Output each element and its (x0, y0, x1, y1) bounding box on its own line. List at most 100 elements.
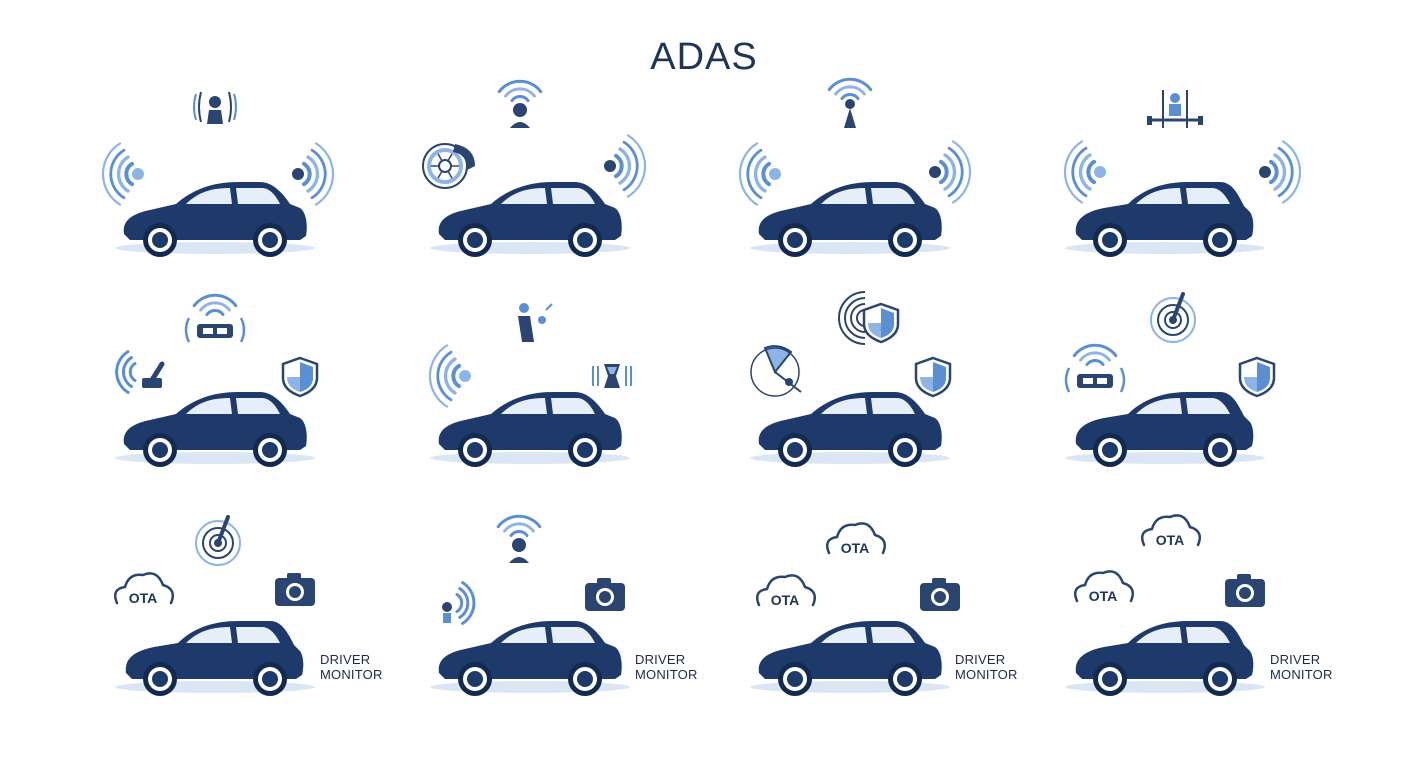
ota-label: OTA (841, 540, 870, 556)
car-wheel-front (143, 662, 177, 696)
car-wheel-front (143, 223, 177, 257)
adas-feature-cell-1-3 (1020, 290, 1320, 510)
shield-icon (914, 356, 952, 398)
shield-icon (281, 356, 319, 398)
ota-cloud-icon: OTA (1141, 514, 1201, 548)
car-window-rear (871, 188, 915, 204)
page-title: ADAS (650, 36, 758, 78)
car-window-rear (871, 398, 915, 414)
person-wifi-icon (496, 514, 542, 563)
driver-monitor-line-2: MONITOR (1270, 667, 1333, 682)
driver-monitor-line-2: MONITOR (955, 667, 1018, 682)
camera-icon (920, 578, 960, 611)
car-window-rear (236, 627, 280, 643)
car-window-rear (551, 627, 595, 643)
ota-cloud-icon: OTA (114, 572, 174, 606)
car-window-front (186, 188, 232, 204)
adas-feature-cell-1-0 (70, 290, 370, 510)
car-window-front (186, 627, 232, 643)
car-wheel-front (1093, 662, 1127, 696)
radar-scope-icon (750, 345, 802, 397)
car-wheel-front (1093, 433, 1127, 467)
car-window-front (821, 398, 867, 414)
driver-monitor-line-1: DRIVER (955, 652, 1006, 667)
ota-cloud-icon: OTA (756, 574, 816, 608)
car-wheel-rear (888, 433, 922, 467)
left-sensor-waves-icon (738, 142, 781, 206)
car-window-rear (551, 188, 595, 204)
right-sensor-waves-icon (929, 140, 972, 204)
car-wheel-rear (1203, 662, 1237, 696)
car-wheel-rear (1203, 433, 1237, 467)
car-window-front (1136, 188, 1182, 204)
car-window-front (501, 398, 547, 414)
brake-disc-icon (422, 143, 475, 189)
car-wheel-front (458, 662, 492, 696)
ota-label: OTA (1156, 532, 1185, 548)
antenna-wifi-icon (827, 77, 873, 128)
car-window-front (186, 398, 232, 414)
car-wheel-front (778, 433, 812, 467)
camera-icon (1225, 574, 1265, 607)
gear-lever-waves-icon (115, 350, 165, 394)
left-sensor-waves-icon (1063, 140, 1106, 204)
car-wheel-front (778, 223, 812, 257)
car-window-rear (1186, 188, 1230, 204)
adas-feature-cell-0-0 (70, 80, 370, 300)
car-window-front (821, 188, 867, 204)
car-wheel-rear (888, 662, 922, 696)
person-wifi-icon (497, 79, 543, 128)
car-wheel-rear (568, 223, 602, 257)
driver-monitor-line-1: DRIVER (1270, 652, 1321, 667)
car-window-front (821, 627, 867, 643)
radar-dish-icon (195, 515, 241, 566)
car-window-rear (1186, 398, 1230, 414)
radar-shield-icon (838, 291, 900, 345)
driver-monitor-line-2: MONITOR (635, 667, 698, 682)
car-wheel-rear (253, 662, 287, 696)
driver-seat-icon (518, 303, 553, 342)
adas-feature-cell-1-2 (705, 290, 1005, 510)
right-sensor-waves-icon (292, 142, 335, 206)
car-window-rear (236, 188, 280, 204)
shield-icon (1238, 356, 1276, 398)
car-wheel-front (1093, 223, 1127, 257)
car-wheel-front (143, 433, 177, 467)
car-wheel-front (458, 223, 492, 257)
small-shield-icon (862, 302, 900, 344)
car-wheel-rear (568, 662, 602, 696)
right-sensor-waves-icon (1259, 140, 1302, 204)
car-window-front (501, 188, 547, 204)
seat-wifi-icon (1064, 343, 1126, 393)
person-beacon-icon (193, 91, 237, 124)
ota-cloud-icon: OTA (1074, 570, 1134, 604)
car-wheel-rear (253, 223, 287, 257)
ota-label: OTA (129, 590, 158, 606)
side-sensor-icon (592, 364, 632, 388)
car-wheel-front (778, 662, 812, 696)
car-window-front (501, 627, 547, 643)
driver-monitor-line-1: DRIVER (320, 652, 371, 667)
car-wheel-rear (1203, 223, 1237, 257)
adas-feature-cell-0-2 (705, 77, 1005, 300)
car-window-front (1136, 398, 1182, 414)
adas-feature-cell-1-1 (385, 290, 685, 510)
sensor-waves-icon (442, 581, 476, 625)
car-window-rear (236, 398, 280, 414)
camera-icon (585, 578, 625, 611)
car-wheel-rear (568, 433, 602, 467)
ota-label: OTA (771, 592, 800, 608)
ota-cloud-icon: OTA (826, 522, 886, 556)
driver-monitor-line-1: DRIVER (635, 652, 686, 667)
left-sensor-waves-icon (101, 142, 144, 206)
car-window-front (1136, 627, 1182, 643)
